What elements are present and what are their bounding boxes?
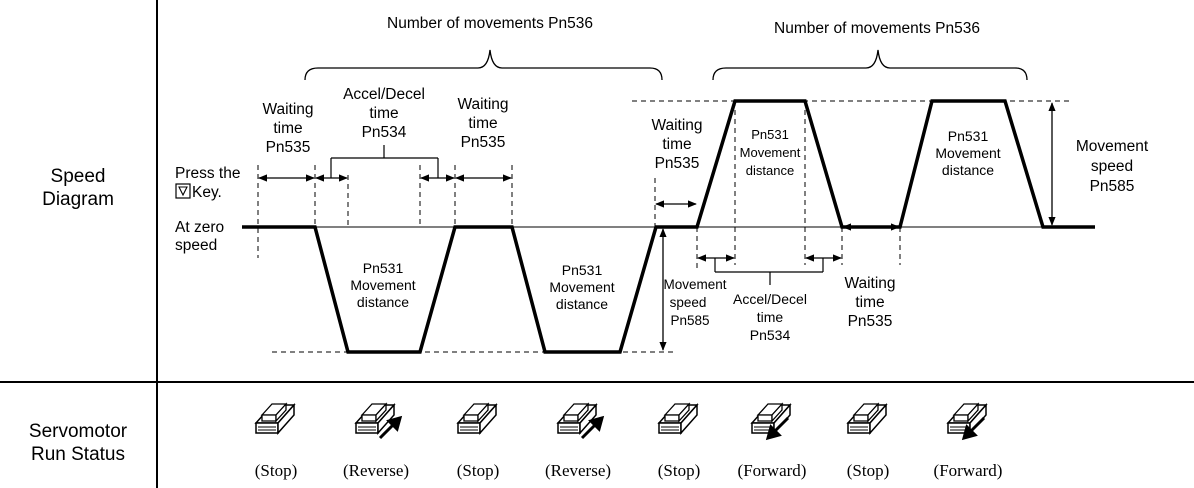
movements-brace-left [304, 49, 663, 81]
speed-diagram-label-line1: Speed [50, 166, 106, 187]
status-stop-4: (Stop) [847, 461, 890, 480]
movement-distance-label-1: Pn531 Movement distance [350, 260, 415, 310]
speed-diagram-label: Speed Diagram [0, 165, 156, 211]
accel-decel-label-1: Accel/Decel time Pn534 [343, 86, 425, 141]
svg-text:Accel/Decel: Accel/Decel [343, 86, 425, 103]
svg-text:Movement: Movement [663, 277, 726, 292]
press-key-label: Press the Key. [175, 165, 240, 201]
svg-text:Waiting: Waiting [262, 101, 313, 118]
movement-speed-label-1: Movement speed Pn585 [663, 277, 726, 328]
svg-text:time: time [369, 105, 398, 122]
svg-text:At zero: At zero [175, 219, 224, 236]
status-reverse-1: (Reverse) [343, 461, 409, 480]
servomotor-icon [847, 403, 887, 434]
svg-text:Pn534: Pn534 [362, 124, 407, 141]
svg-text:Pn531: Pn531 [948, 128, 989, 144]
svg-text:Pn585: Pn585 [1090, 178, 1135, 195]
status-stop-2: (Stop) [457, 461, 500, 480]
movement-distance-label-3: Pn531 Movement distance [740, 127, 801, 178]
svg-text:Pn534: Pn534 [750, 327, 791, 343]
run-status-label-line1: Servomotor [28, 421, 128, 442]
arrow-up-right-icon [378, 415, 403, 440]
svg-text:time: time [855, 294, 884, 311]
accel-decel-label-2: Accel/Decel time Pn534 [733, 291, 807, 343]
speed-diagram-label-line2: Diagram [42, 189, 114, 210]
svg-text:Pn535: Pn535 [461, 134, 506, 151]
svg-text:Waiting: Waiting [651, 117, 702, 134]
svg-text:time: time [757, 309, 784, 325]
movements-label-left: Number of movements Pn536 [387, 15, 593, 32]
svg-text:Waiting: Waiting [844, 275, 895, 292]
svg-text:Movement: Movement [549, 279, 614, 295]
arrow-up-right-icon [580, 415, 605, 440]
svg-text:Pn535: Pn535 [655, 155, 700, 172]
svg-text:time: time [468, 115, 497, 132]
svg-text:distance: distance [942, 162, 994, 178]
svg-text:distance: distance [556, 296, 608, 312]
direction-arrows [378, 415, 986, 441]
waiting-time-label-2: Waiting time Pn535 [457, 96, 508, 151]
movement-speed-label-2: Movement speed Pn585 [1076, 138, 1149, 195]
accel-bracket-top [330, 145, 439, 178]
svg-text:speed: speed [175, 237, 217, 254]
waiting-time-label-1: Waiting time Pn535 [262, 101, 313, 156]
status-forward-1: (Forward) [738, 461, 807, 480]
svg-text:Key.: Key. [192, 184, 222, 201]
zero-speed-label: At zero speed [175, 219, 224, 254]
status-stop-1: (Stop) [255, 461, 298, 480]
svg-text:time: time [662, 136, 691, 153]
accel-bracket-bottom [714, 258, 824, 285]
movements-brace-right [712, 49, 1028, 81]
movement-distance-label-2: Pn531 Movement distance [549, 262, 614, 312]
run-status-label-line2: Run Status [31, 444, 125, 465]
svg-text:distance: distance [357, 294, 409, 310]
waiting-time-label-3: Waiting time Pn535 [651, 117, 702, 172]
svg-text:speed: speed [1091, 158, 1133, 175]
svg-text:Pn531: Pn531 [363, 260, 404, 276]
time-arrows [258, 102, 1056, 351]
arrow-down-left-icon [765, 416, 790, 441]
svg-text:speed: speed [670, 295, 707, 310]
svg-text:Movement: Movement [1076, 138, 1149, 155]
svg-text:Waiting: Waiting [457, 96, 508, 113]
servomotor-icon [255, 403, 295, 434]
arrow-down-left-icon [961, 416, 986, 441]
svg-text:Movement: Movement [935, 145, 1000, 161]
servomotor-icon [658, 403, 698, 434]
svg-text:Pn531: Pn531 [751, 127, 789, 142]
svg-text:Pn531: Pn531 [562, 262, 603, 278]
svg-text:distance: distance [746, 163, 794, 178]
svg-text:Pn535: Pn535 [848, 313, 893, 330]
dashed-guides [257, 100, 1070, 353]
run-status-icons [255, 403, 987, 434]
svg-text:Accel/Decel: Accel/Decel [733, 291, 807, 307]
svg-text:Pn535: Pn535 [266, 139, 311, 156]
movement-distance-label-4: Pn531 Movement distance [935, 128, 1000, 178]
waiting-time-label-4: Waiting time Pn535 [844, 275, 895, 330]
status-forward-2: (Forward) [934, 461, 1003, 480]
svg-text:Press the: Press the [175, 165, 240, 182]
svg-text:Movement: Movement [740, 145, 801, 160]
status-reverse-2: (Reverse) [545, 461, 611, 480]
servomotor-icon [457, 403, 497, 434]
movements-label-right: Number of movements Pn536 [774, 20, 980, 37]
run-status-texts: (Stop) (Reverse) (Stop) (Reverse) (Stop)… [255, 461, 1003, 480]
status-stop-3: (Stop) [658, 461, 701, 480]
svg-text:Pn585: Pn585 [670, 313, 709, 328]
run-status-label: Servomotor Run Status [0, 420, 156, 466]
svg-text:Movement: Movement [350, 277, 415, 293]
svg-text:time: time [273, 120, 302, 137]
